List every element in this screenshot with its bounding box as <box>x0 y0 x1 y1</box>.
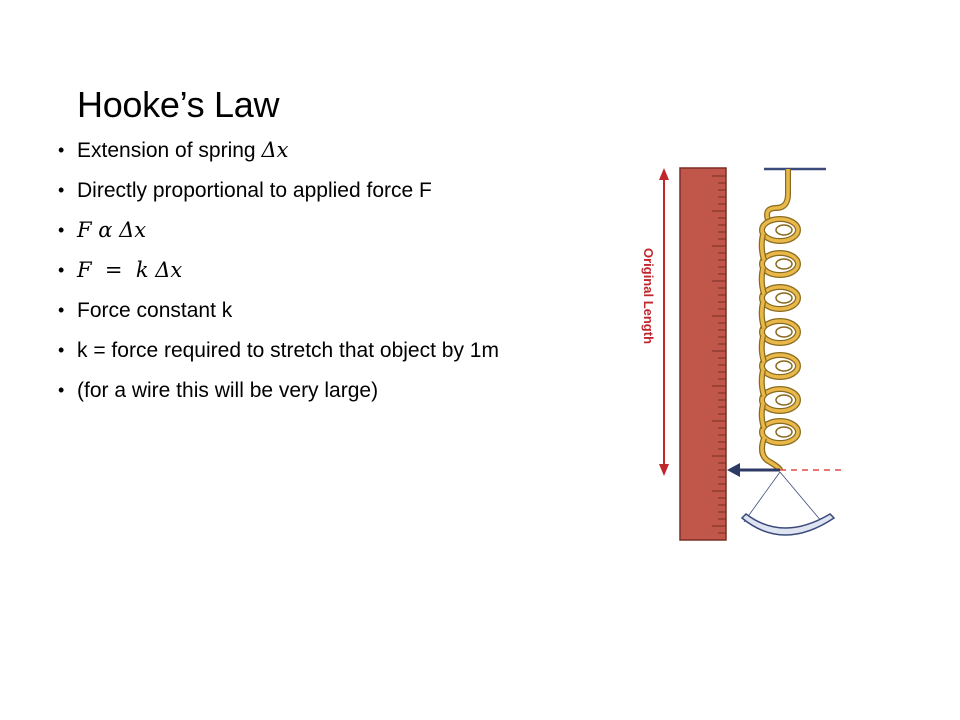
spring-link <box>759 233 766 261</box>
spring-coil <box>760 387 800 413</box>
spring-coil-inner <box>775 426 793 438</box>
spring-link <box>759 403 766 429</box>
bullet-text: Force constant k <box>77 299 233 322</box>
bullet-text: Extension of spring <box>77 139 256 162</box>
spring-coil-inner <box>775 360 793 372</box>
spring-coil <box>760 419 800 445</box>
bullet-item: 𝐹 𝛼 Δ𝑥 <box>58 218 568 243</box>
spring-hook-outline <box>764 169 791 221</box>
spring-hook <box>765 169 790 221</box>
bullet-math: 𝐹 𝛼 Δ𝑥 <box>77 218 147 242</box>
arrow-head-top <box>659 168 669 180</box>
bullet-text: Directly proportional to applied force F <box>77 179 432 202</box>
spring-coil-inner <box>775 258 793 270</box>
bullet-item: Extension of spring Δ𝑥 <box>58 138 568 163</box>
spring-link <box>759 267 766 295</box>
bullet-item: 𝐹 = 𝑘 Δ𝑥 <box>58 258 568 283</box>
spring-coil <box>760 251 800 277</box>
spring-tail <box>760 437 782 471</box>
spring <box>758 169 801 472</box>
spring-coil <box>760 353 800 379</box>
spring-coil <box>760 319 800 345</box>
slide-title: Hooke’s Law <box>77 84 280 125</box>
arrow-head-bottom <box>659 464 669 476</box>
spring-coil-inner <box>775 394 793 406</box>
weight-pan <box>740 513 836 536</box>
bullet-item: (for a wire this will be very large) <box>58 378 568 403</box>
spring-coil <box>760 217 800 243</box>
spring-link <box>759 335 766 363</box>
bullet-math: Δ𝑥 <box>261 138 289 162</box>
bullet-text: (for a wire this will be very large) <box>77 379 379 402</box>
bullet-math: 𝐹 = 𝑘 Δ𝑥 <box>77 258 183 282</box>
bullet-item: Force constant k <box>58 298 568 323</box>
spring-link <box>759 301 766 329</box>
bullet-text: k = force required to stretch that objec… <box>77 339 499 362</box>
spring-coil-inner <box>775 292 793 304</box>
spring-coil-inner <box>775 224 793 236</box>
spring-link <box>759 369 766 397</box>
spring-diagram: Original Length <box>641 167 844 541</box>
spring-coil <box>760 285 800 311</box>
ruler-ticks <box>712 175 726 534</box>
pan-string <box>743 471 781 523</box>
bullet-item: Directly proportional to applied force F <box>58 178 568 203</box>
ruler <box>679 167 727 541</box>
pointer-arrow-head <box>727 463 740 477</box>
bullet-item: k = force required to stretch that objec… <box>58 338 568 363</box>
spring-coil-inner <box>775 326 793 338</box>
bullet-list: Extension of spring Δ𝑥 Directly proporti… <box>58 138 568 418</box>
original-length-label: Original Length <box>641 248 656 344</box>
pan-string <box>779 471 823 523</box>
